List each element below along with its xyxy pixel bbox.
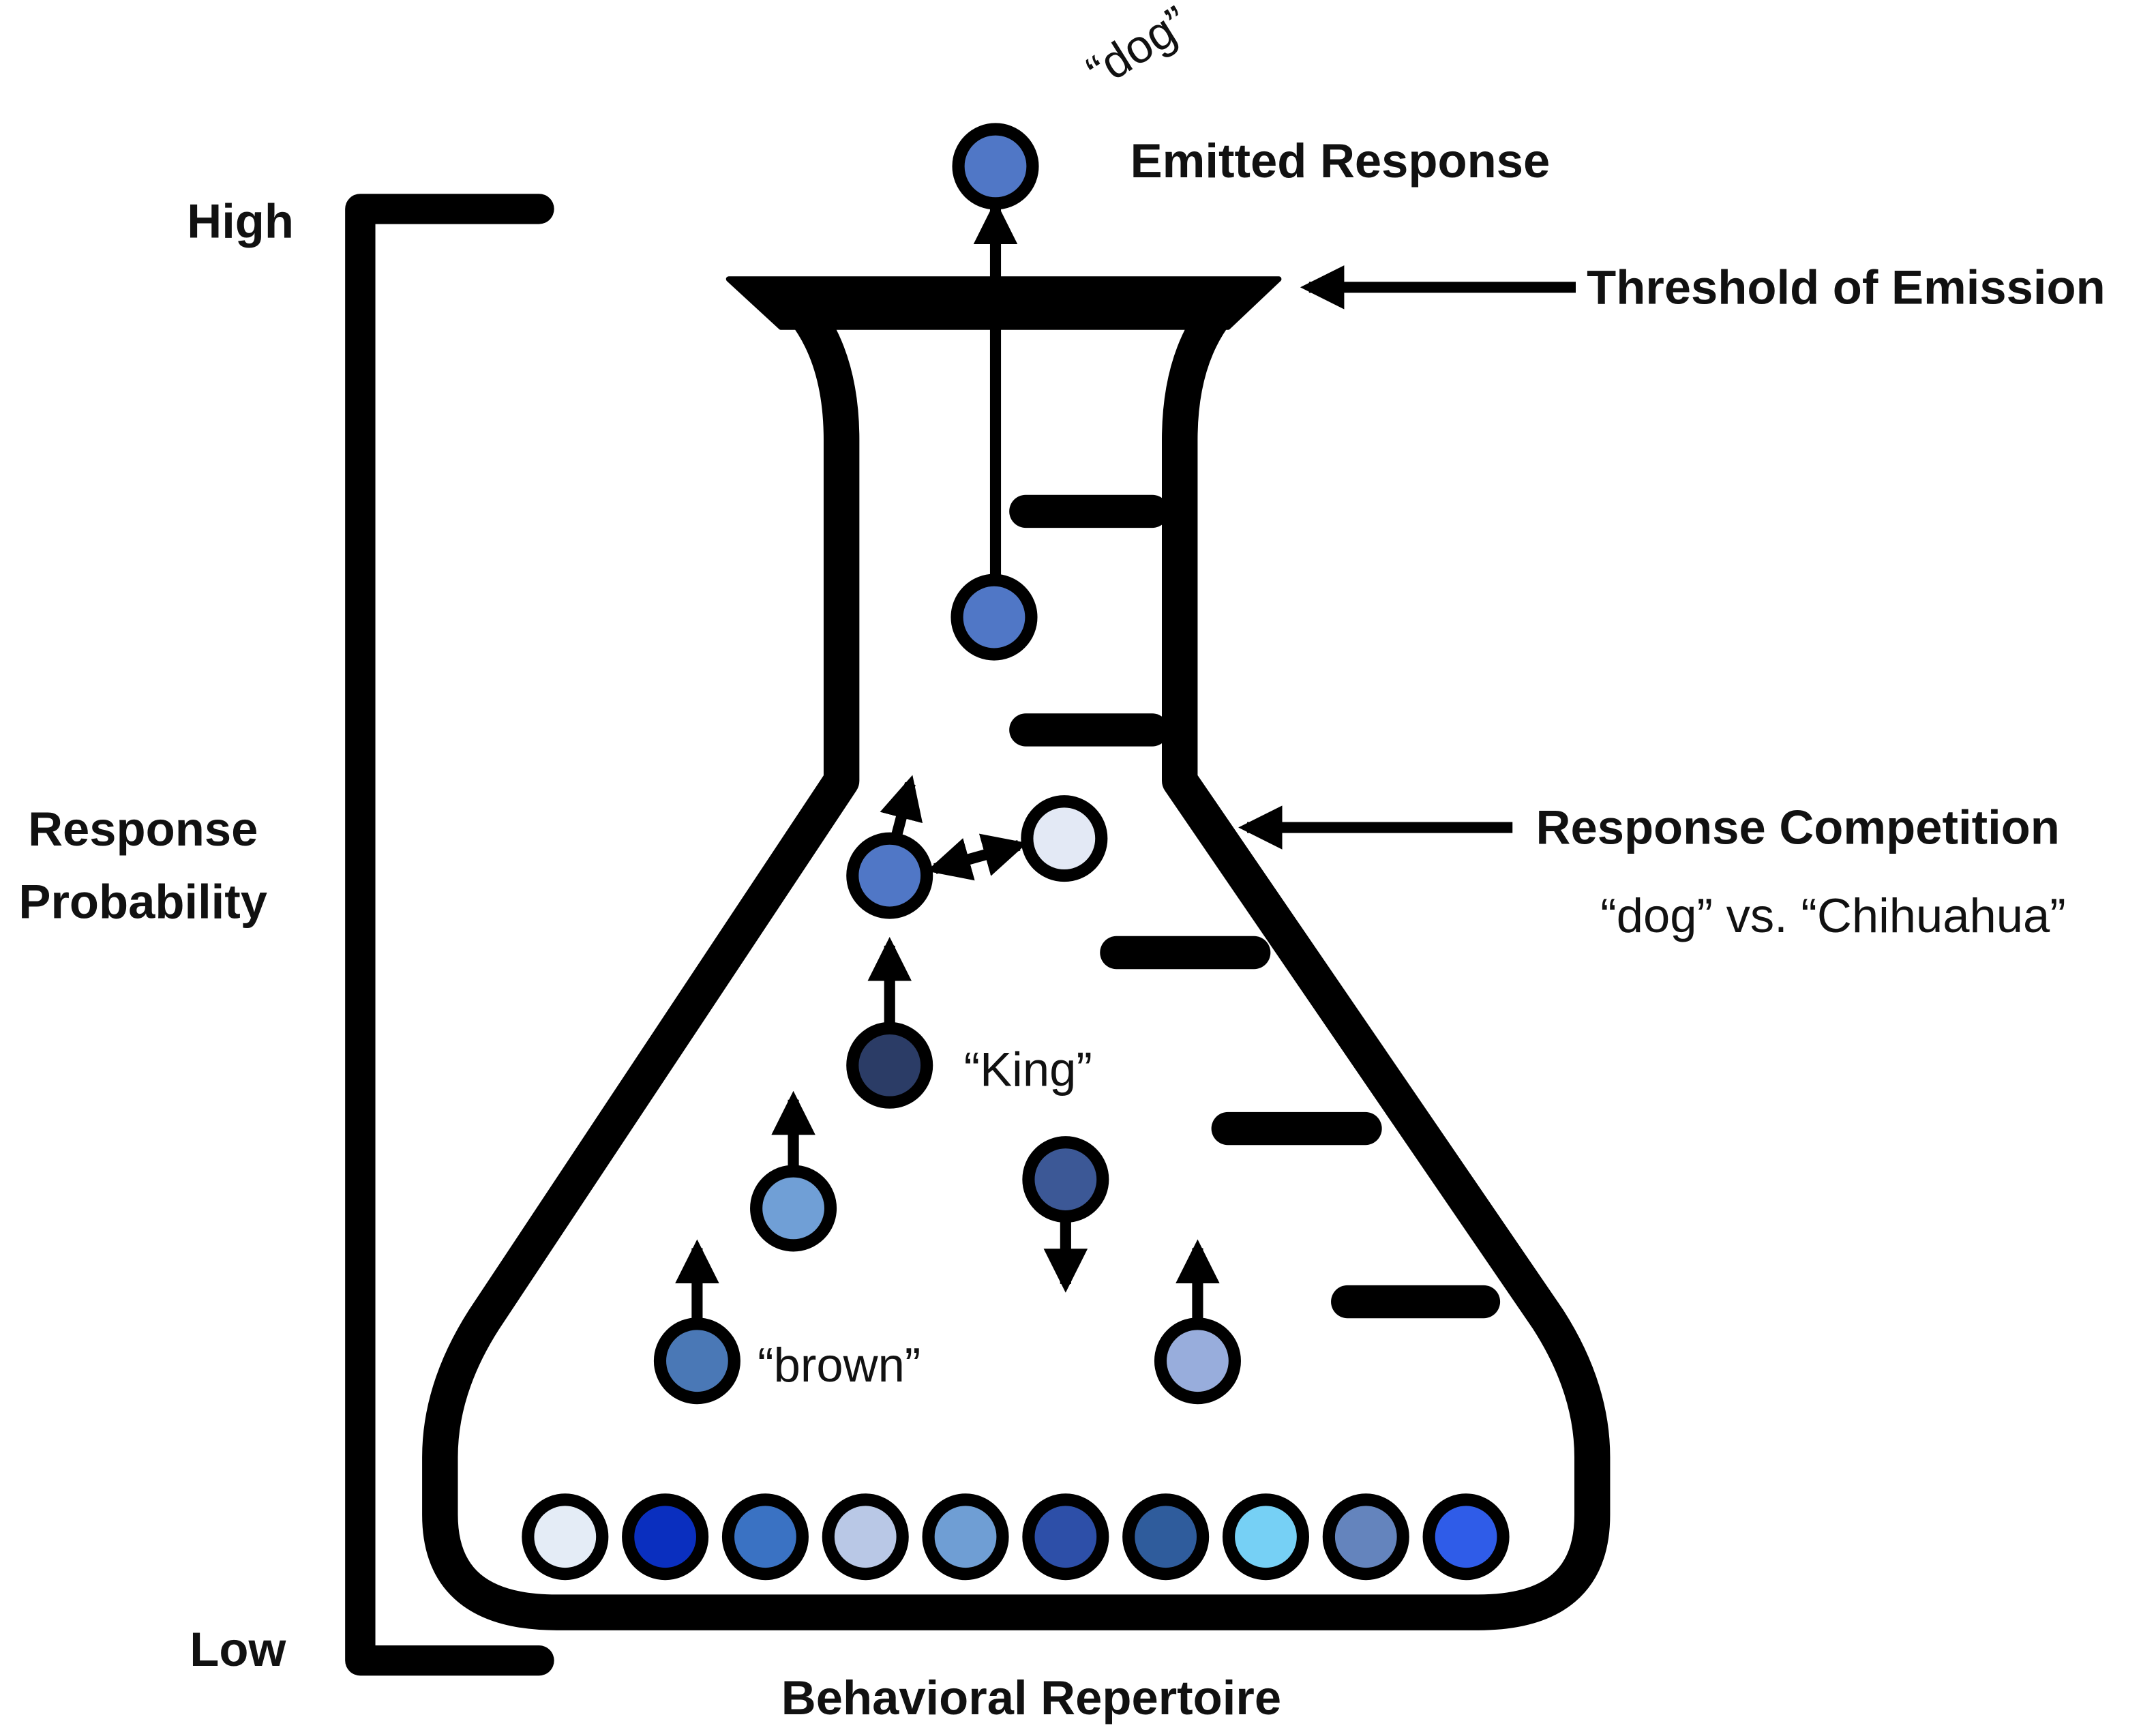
repertoire-ball-8 — [1222, 1493, 1309, 1581]
repertoire-ball-2 — [622, 1493, 709, 1581]
repertoire-ball-6 — [1022, 1493, 1109, 1581]
threshold-label: Threshold of Emission — [1587, 260, 2106, 314]
flask-body — [422, 294, 1611, 1630]
competition-detail-label: “dog” vs. “Chihuahua” — [1600, 889, 2065, 942]
competition-double-arrow — [926, 833, 1028, 881]
emitted-word-label: “dog” — [1077, 0, 1198, 98]
repertoire-ball-7 — [1122, 1493, 1210, 1581]
behavioral-repertoire-row — [522, 1493, 1510, 1581]
scale-high-label: High — [187, 194, 294, 248]
brown-ball — [653, 1317, 740, 1405]
repertoire-ball-9 — [1322, 1493, 1409, 1581]
repertoire-ball-4 — [822, 1493, 909, 1581]
competitor-dog-ball — [846, 832, 933, 919]
king-label: “King” — [964, 1043, 1092, 1096]
repertoire-ball-3 — [721, 1493, 809, 1581]
scale-title-line1: Response — [28, 802, 258, 856]
emitted-response-label: Emitted Response — [1131, 134, 1551, 188]
erlenmeyer-flask — [422, 276, 1611, 1630]
repertoire-label: Behavioral Repertoire — [781, 1671, 1281, 1724]
scale-low-label: Low — [190, 1622, 286, 1676]
repertoire-ball-5 — [922, 1493, 1009, 1581]
scale-title-line2: Probability — [18, 875, 267, 929]
rising-mid-ball — [750, 1165, 837, 1252]
king-ball — [846, 1021, 933, 1109]
competitor-chihuahua-ball — [1021, 795, 1108, 882]
rising-arrow-dog — [880, 775, 923, 837]
competition-label: Response Competition — [1536, 801, 2060, 854]
rising-right-ball — [1154, 1317, 1241, 1405]
repertoire-ball-1 — [522, 1493, 609, 1581]
falling-ball — [1022, 1136, 1109, 1223]
brown-label: “brown” — [758, 1338, 920, 1392]
repertoire-ball-10 — [1422, 1493, 1510, 1581]
emitted-response-ball — [952, 123, 1039, 210]
probability-scale-bracket — [345, 194, 554, 1676]
threshold-candidate-ball — [950, 573, 1038, 661]
